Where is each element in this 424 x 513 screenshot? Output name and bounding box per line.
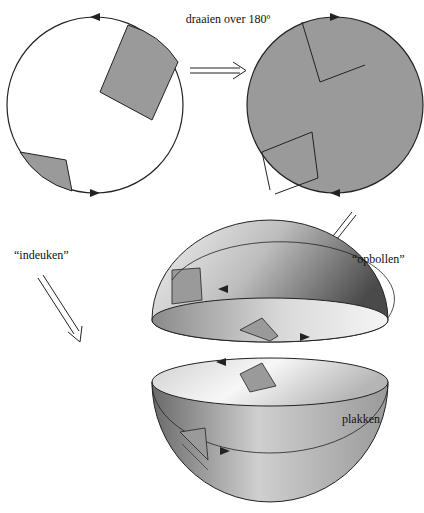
caption-label: “opbollen” (352, 252, 405, 266)
double-arrow (38, 275, 82, 342)
caption-label: draaien over 180º (186, 12, 270, 26)
upper-hemisphere (152, 220, 394, 342)
rotated-disk (247, 13, 423, 197)
caption-label: plakken (342, 412, 380, 426)
caption-label: “indeuken” (14, 248, 69, 262)
flat-disk (7, 13, 183, 197)
lower-hemisphere (152, 358, 388, 502)
double-arrow (190, 62, 246, 79)
